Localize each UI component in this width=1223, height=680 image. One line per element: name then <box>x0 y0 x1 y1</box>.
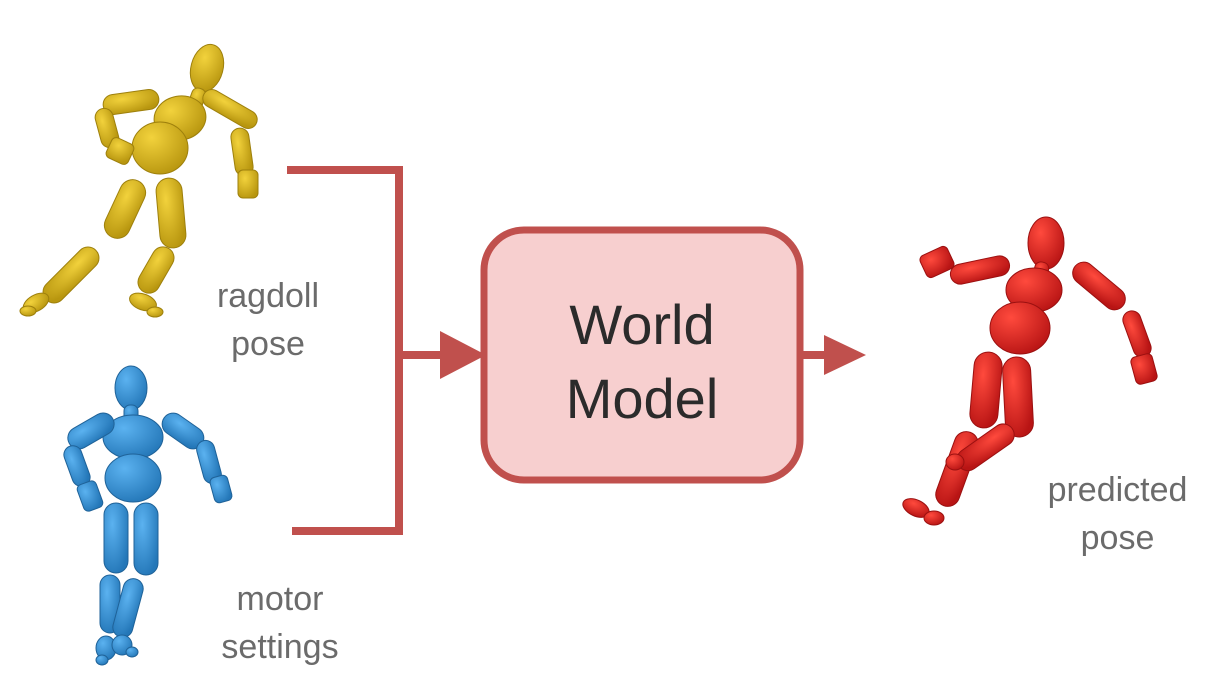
motor-settings-label-line1: motor <box>236 580 324 618</box>
input-arrow <box>399 331 486 379</box>
world-model-label-line2: Model <box>565 367 719 430</box>
predicted-pose-label: predicted pose <box>1030 466 1205 562</box>
predicted-pose-figure <box>902 216 1158 526</box>
world-model-label-line1: World <box>569 293 715 356</box>
ragdoll-pose-label: ragdoll pose <box>198 272 338 368</box>
predicted-pose-label-line2: pose <box>1080 519 1155 557</box>
motor-settings-label: motor settings <box>200 575 360 671</box>
output-arrow <box>800 335 866 375</box>
motor-settings-label-line2: settings <box>221 628 339 666</box>
motor-settings-figure <box>63 365 233 666</box>
world-model-label: World Model <box>484 288 800 436</box>
ragdoll-pose-label-line1: ragdoll <box>216 277 320 315</box>
predicted-pose-label-line1: predicted <box>1047 471 1188 509</box>
input-bracket <box>287 166 403 535</box>
ragdoll-pose-label-line2: pose <box>231 325 305 363</box>
ragdoll-pose-figure <box>19 43 259 318</box>
